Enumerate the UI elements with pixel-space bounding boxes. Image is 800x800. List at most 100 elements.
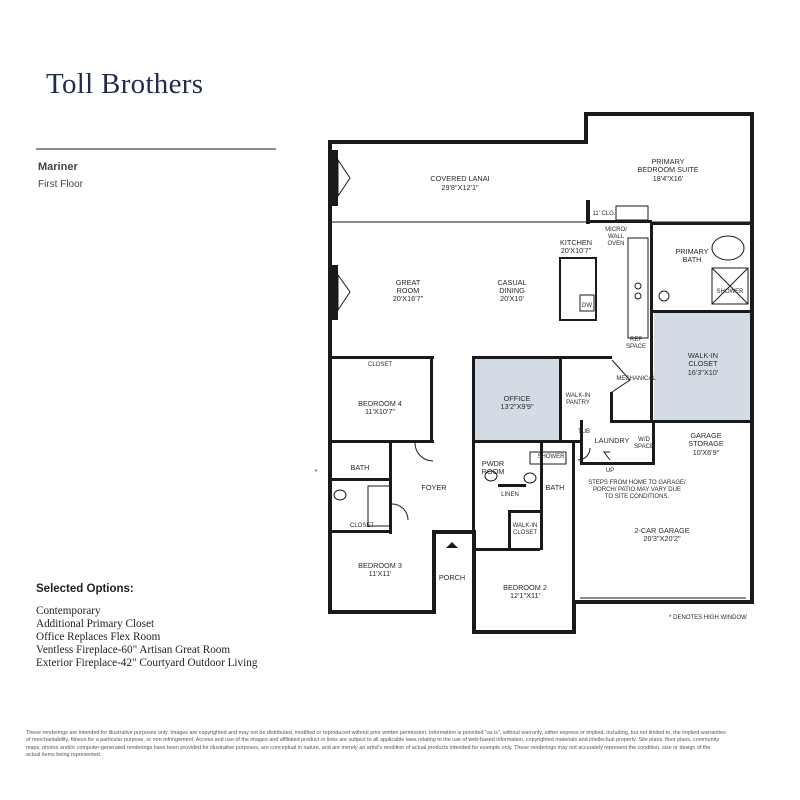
garage-storage-dims: 10'X6'9" bbox=[693, 448, 720, 457]
micro-oven-2: WALL bbox=[608, 234, 625, 240]
pwdr-toilet bbox=[484, 470, 498, 482]
kitchen-counter bbox=[627, 237, 649, 339]
ref-space-1: REF bbox=[630, 337, 642, 343]
primary-closet-box bbox=[615, 205, 649, 221]
plan-floor: First Floor bbox=[38, 179, 83, 190]
wd-space-1: W/D bbox=[638, 437, 650, 443]
micro-oven-3: OVEN bbox=[607, 241, 624, 247]
bath4-label: BATH bbox=[351, 463, 370, 472]
selected-options-list: Contemporary Additional Primary Closet O… bbox=[36, 605, 286, 670]
plan-name: Mariner bbox=[38, 161, 78, 173]
pwdr-label-2: ROOM bbox=[482, 467, 505, 476]
legal-disclaimer: These renderings are intended for illust… bbox=[26, 730, 726, 759]
covered-lanai-label: COVERED LANAI bbox=[430, 174, 489, 183]
casual-dining-label-1: CASUAL bbox=[497, 278, 526, 287]
office-label: OFFICE bbox=[504, 394, 531, 403]
dishwasher bbox=[579, 294, 595, 312]
toll-brothers-logo: Toll Brothers bbox=[46, 68, 204, 100]
bedroom2-label: BEDROOM 2 bbox=[503, 583, 547, 592]
door-swing bbox=[391, 503, 409, 521]
door-swing bbox=[577, 447, 591, 461]
bath2-toilet bbox=[523, 472, 537, 484]
door-swing bbox=[414, 442, 434, 462]
selected-option: Office Replaces Flex Room bbox=[36, 631, 161, 643]
garage-storage-label-1: GARAGE bbox=[690, 431, 721, 440]
office-highlight bbox=[475, 358, 561, 440]
selected-option: Additional Primary Closet bbox=[36, 618, 155, 630]
primary-tub bbox=[711, 235, 745, 261]
bedroom2-dims: 12'1"X11' bbox=[510, 591, 541, 600]
bedroom3-dims: 11'X11' bbox=[369, 569, 392, 578]
bedroom4-dims: 11'X10'7" bbox=[365, 407, 395, 416]
fireplace-insert-2 bbox=[337, 273, 351, 312]
steps-note-2: PORCH/ PATIO MAY VARY DUE bbox=[593, 487, 681, 493]
bedroom4-closet-label: CLOSET bbox=[368, 362, 392, 368]
mechanical-door bbox=[611, 359, 631, 393]
micro-oven-1: MICRO/ bbox=[605, 227, 627, 233]
primary-suite-label-1: PRIMARY bbox=[651, 157, 684, 166]
bedroom3-closet-label: CLOSET bbox=[350, 523, 374, 529]
bath2-label: BATH bbox=[546, 483, 565, 492]
bath4-toilet bbox=[333, 489, 347, 501]
pwdr-label-1: PWDR bbox=[482, 459, 504, 468]
primary-toilet bbox=[658, 290, 670, 302]
primary-bath-label-2: BATH bbox=[683, 255, 702, 264]
great-room-dims: 20'X16'7" bbox=[393, 294, 424, 303]
walk-in-closet-label-2: CLOSET bbox=[688, 359, 718, 368]
mechanical-label: MECHANICAL bbox=[616, 376, 656, 382]
bath4-tub bbox=[367, 485, 391, 527]
great-room-label-1: GREAT bbox=[396, 278, 421, 287]
primary-suite-label-2: BEDROOM SUITE bbox=[637, 165, 698, 174]
primary-bath-label-1: PRIMARY bbox=[675, 247, 708, 256]
selected-option: Ventless Fireplace-60" Artisan Great Roo… bbox=[36, 644, 231, 656]
selected-option: Exterior Fireplace-42" Courtyard Outdoor… bbox=[36, 657, 258, 669]
porch-label: PORCH bbox=[439, 573, 465, 582]
steps-note-1: STEPS FROM HOME TO GARAGE/ bbox=[588, 480, 686, 486]
shower-2 bbox=[529, 451, 567, 465]
ref-space-2: SPACE bbox=[626, 344, 646, 350]
garage-storage-label-2: STORAGE bbox=[688, 439, 724, 448]
walk-in-closet-dims: 16'3"X10' bbox=[688, 368, 719, 377]
selected-options-title: Selected Options: bbox=[36, 583, 134, 595]
tub-label: TUB bbox=[578, 429, 590, 435]
walk-in-closet-highlight bbox=[654, 312, 750, 422]
primary-suite-dims: 18'4"X16' bbox=[653, 174, 684, 183]
header-divider bbox=[36, 148, 276, 150]
kitchen-island bbox=[559, 257, 597, 321]
primary-shower-label: SHOWER bbox=[717, 289, 745, 295]
casual-dining-dims: 20'X10' bbox=[500, 294, 524, 303]
kitchen-label: KITCHEN bbox=[560, 238, 592, 247]
walk-in-closet-label-1: WALK-IN bbox=[688, 351, 718, 360]
walkin-closet2-1: WALK-IN bbox=[513, 523, 538, 529]
bedroom3-label: BEDROOM 3 bbox=[358, 561, 402, 570]
wd-space-2: SPACE bbox=[634, 444, 654, 450]
fireplace-insert-1 bbox=[337, 158, 351, 198]
primary-closet-label: 11' CLG. bbox=[592, 211, 615, 217]
up-label: UP bbox=[606, 468, 614, 474]
entry-marker bbox=[446, 542, 458, 548]
garage-dims: 20'3"X20'2" bbox=[643, 534, 681, 543]
linen-label: LINEN bbox=[501, 492, 519, 498]
exterior-walls bbox=[328, 112, 754, 634]
garage-label: 2-CAR GARAGE bbox=[634, 526, 689, 535]
shower2-label: SHOWER bbox=[538, 454, 566, 460]
primary-shower bbox=[711, 267, 749, 305]
covered-lanai-dims: 29'8"X12'1" bbox=[441, 183, 479, 192]
bedroom4-label: BEDROOM 4 bbox=[358, 399, 402, 408]
office-dims: 13'2"X9'9" bbox=[500, 402, 534, 411]
selected-option: Contemporary bbox=[36, 605, 101, 617]
laundry-label: LAUNDRY bbox=[595, 436, 630, 445]
walkin-pantry-1: WALK-IN bbox=[566, 393, 591, 399]
interior-walls bbox=[332, 200, 754, 604]
great-room-fireplace bbox=[330, 265, 338, 320]
high-window-note: * DENOTES HIGH WINDOW bbox=[669, 615, 747, 621]
walkin-pantry-2: PANTRY bbox=[566, 400, 590, 406]
cooktop-burner bbox=[634, 292, 642, 300]
casual-dining-label-2: DINING bbox=[499, 286, 525, 295]
foyer-label: FOYER bbox=[421, 483, 446, 492]
kitchen-dims: 20'X10'7" bbox=[561, 246, 592, 255]
dw-label: DW bbox=[582, 303, 592, 309]
great-room-label-2: ROOM bbox=[397, 286, 420, 295]
walkin-closet2-2: CLOSET bbox=[513, 530, 537, 536]
